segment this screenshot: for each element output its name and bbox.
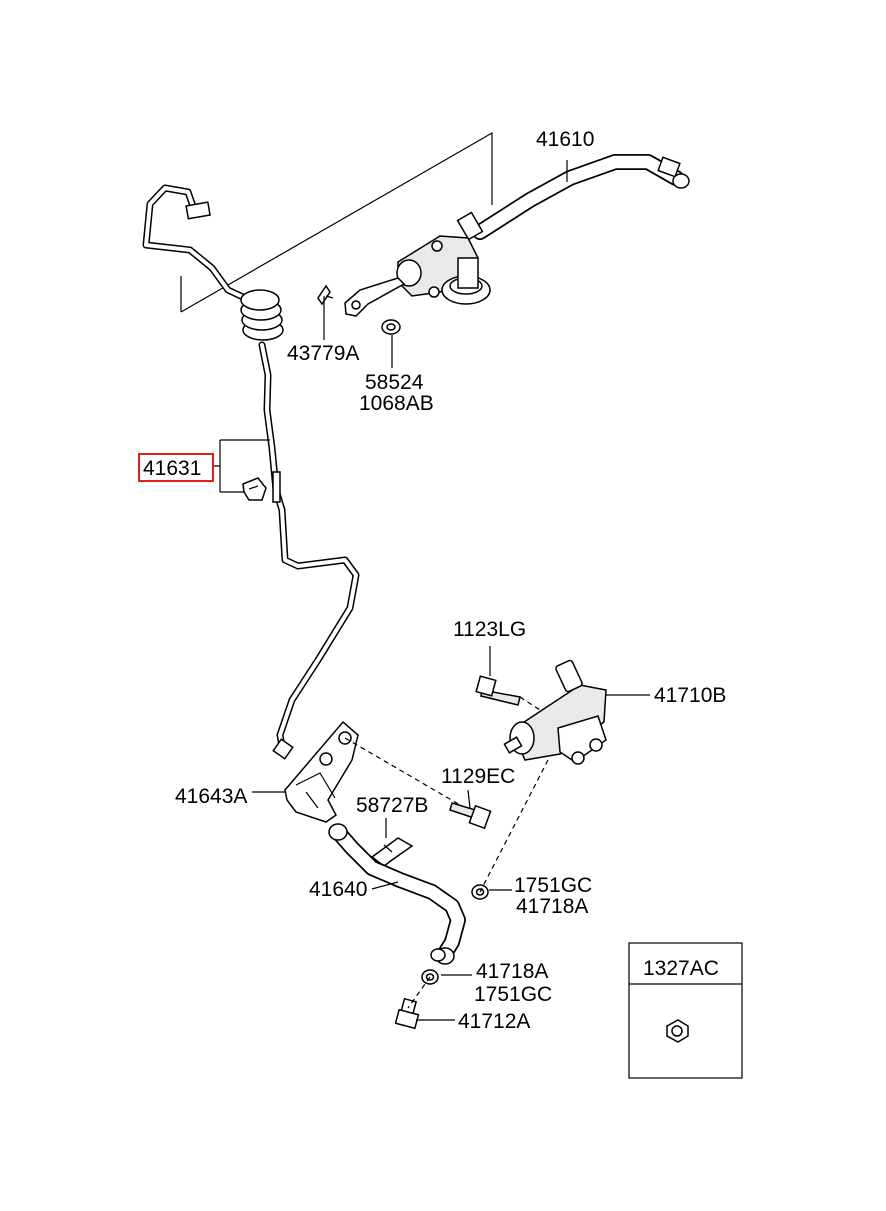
label-41712A[interactable]: 41712A [458, 1010, 530, 1033]
leader-lines [214, 160, 650, 1021]
label-1751GC-lower[interactable]: 1751GC [474, 983, 552, 1006]
bolt-1129EC [449, 802, 492, 830]
label-1068AB[interactable]: 1068AB [359, 392, 434, 415]
label-41640[interactable]: 41640 [309, 878, 367, 901]
gasket-upper [471, 884, 489, 900]
assembly-lines [344, 696, 549, 1009]
label-41643A[interactable]: 41643A [175, 785, 247, 808]
label-1751GC-upper[interactable]: 1751GC [514, 874, 592, 897]
washer-58524 [381, 319, 401, 335]
label-43779A[interactable]: 43779A [287, 342, 359, 365]
release-cylinder [503, 659, 607, 765]
bracket [284, 720, 359, 823]
label-1129EC[interactable]: 1129EC [441, 765, 515, 788]
label-41631[interactable]: 41631 [143, 457, 201, 480]
inset-box [628, 942, 743, 1079]
reference-plane [180, 131, 493, 313]
bolt-41712A [394, 997, 420, 1030]
label-41718A-lower[interactable]: 41718A [476, 960, 548, 983]
bolt-1123LG [475, 675, 521, 706]
hose-clip-58727B [370, 837, 414, 867]
gasket-lower-1 [430, 948, 446, 962]
label-41718A-upper[interactable]: 41718A [516, 895, 588, 918]
label-58727B[interactable]: 58727B [356, 794, 428, 817]
clip-pin [317, 284, 334, 306]
label-1123LG[interactable]: 1123LG [453, 618, 526, 641]
label-41610[interactable]: 41610 [536, 128, 594, 151]
clutch-pipe [142, 184, 360, 760]
label-41710B[interactable]: 41710B [654, 684, 726, 707]
highlight-box [138, 453, 214, 482]
master-cylinder [344, 154, 690, 317]
label-1327AC[interactable]: 1327AC [643, 957, 719, 980]
pipe-clip [242, 477, 267, 501]
label-58524[interactable]: 58524 [365, 371, 424, 394]
